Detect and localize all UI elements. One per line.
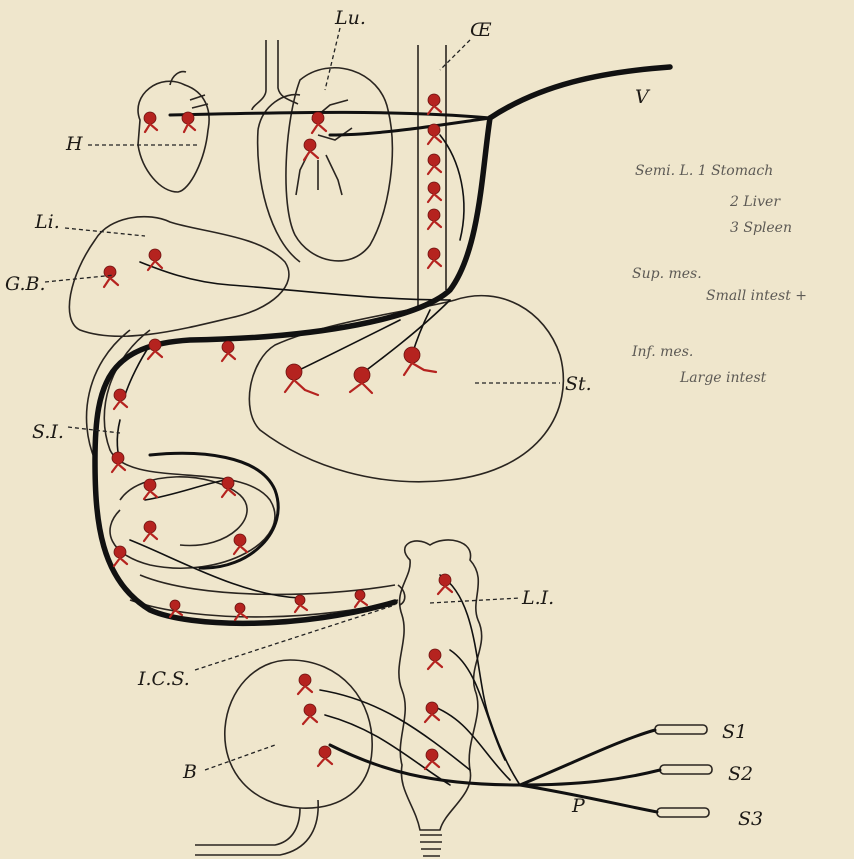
ganglion-li-2 [428,649,442,669]
ganglion-si-7 [144,521,157,541]
label-lu: Lu. [334,7,366,29]
ganglion-si-9 [114,546,127,566]
ganglion-si-5 [144,479,157,499]
ganglion-oe-4 [428,182,441,202]
label-h: H [65,133,83,155]
ganglion-heart-2 [182,112,195,132]
pencil-notes: Semi. L. 1 Stomach 2 Liver 3 Spleen Sup.… [631,163,807,386]
note-line-3: 3 Spleen [730,220,792,236]
ganglion-si-2 [222,341,235,361]
note-line-4: Sup. mes. [632,266,702,282]
ganglion-si-6 [222,477,235,497]
label-s1: S1 [722,721,747,743]
vagus-nerve [95,67,670,623]
ganglion-oe-1 [428,94,441,114]
ganglion-si-12 [295,595,307,612]
ganglion-st-2 [350,367,372,393]
ganglion-st-1 [285,364,318,395]
label-gb: G.B. [5,273,46,295]
ganglion-lung-1 [312,112,326,133]
label-si: S.I. [32,421,64,443]
large-intestine [398,540,482,856]
label-s2: S2 [728,763,753,785]
label-ics: I.C.S. [137,668,190,690]
label-st: St. [565,373,592,395]
ganglion-si-13 [355,590,367,607]
note-line-6: Inf. mes. [631,344,693,360]
note-line-1: Semi. L. 1 Stomach [635,163,773,179]
label-p: P [571,795,586,817]
ganglion-oe-6 [428,248,441,268]
stomach [249,296,563,482]
ganglion-b-3 [318,746,332,766]
ganglion-si-3 [114,389,127,409]
ganglion-li-3 [425,702,439,722]
label-oe: Œ [470,19,492,41]
oesophagus [418,45,446,310]
ganglion-oe-5 [428,209,441,229]
ganglion-heart-1 [144,112,157,132]
ganglion-oe-2 [428,124,441,144]
ganglion-li-4 [425,749,439,769]
ganglion-b-2 [303,704,317,724]
ganglion-si-8 [234,534,247,554]
spinal-roots [655,725,712,817]
ganglion-st-3 [404,347,436,375]
ganglion-b-1 [298,674,312,694]
ganglion-oe-3 [428,154,441,174]
labels: Lu. Œ V H Li. G.B. St. S.I. L.I. I.C.S. … [5,7,763,830]
note-line-5: Small intest + [706,288,807,304]
label-b: B [182,761,197,783]
note-line-2: 2 Liver [729,194,781,210]
note-line-7: Large intest [679,370,767,386]
ganglion-li-1 [438,574,452,594]
bladder [195,660,372,855]
label-s3: S3 [738,808,763,830]
label-li: Li. [34,211,60,233]
ganglion-gb [104,266,118,287]
label-li2: L.I. [521,587,554,609]
ganglion-liver [148,249,162,270]
ganglion-si-1 [148,339,162,359]
lung [252,40,392,262]
heart [138,72,209,192]
ganglion-si-10 [170,600,182,617]
label-v: V [635,86,651,108]
ganglion-lung-2 [304,139,318,160]
